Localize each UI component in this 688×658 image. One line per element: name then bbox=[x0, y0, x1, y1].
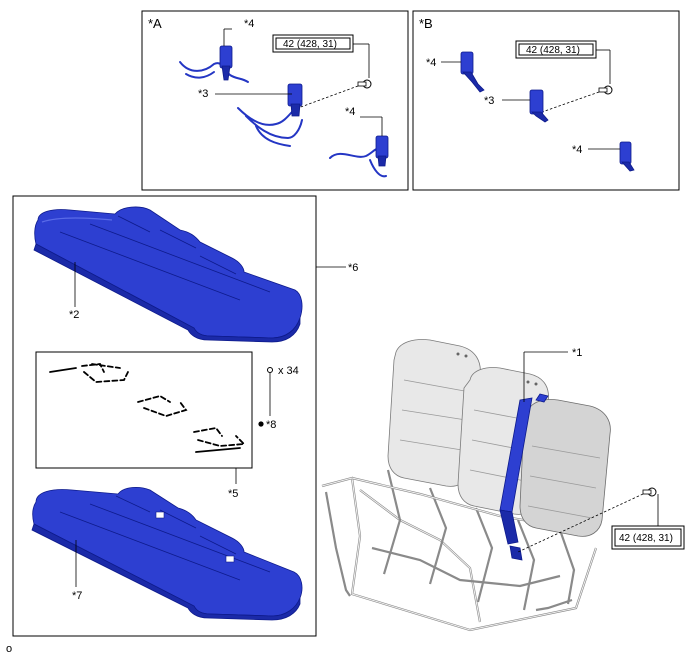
view-b-frame bbox=[412, 10, 680, 191]
cushion-pad-upper bbox=[33, 206, 303, 343]
view-a-frame bbox=[141, 10, 409, 191]
torque-box-main-outer bbox=[611, 525, 685, 550]
cushion-frame bbox=[12, 195, 317, 637]
clip-set-frame bbox=[35, 351, 253, 469]
torque-box-b-inner bbox=[518, 43, 594, 56]
torque-a: 42 (428, 31) bbox=[283, 39, 337, 50]
torque-box-a-outer bbox=[272, 34, 354, 53]
center-seat-belt bbox=[499, 393, 549, 561]
footer-code: o bbox=[6, 643, 12, 655]
view-b-bottom-belt bbox=[619, 141, 635, 172]
view-a-label: *A bbox=[148, 16, 162, 31]
torque-box-a-inner bbox=[275, 37, 351, 50]
callout-b-top-4: *4 bbox=[426, 57, 436, 69]
torque-b: 42 (428, 31) bbox=[526, 45, 580, 56]
clip-set bbox=[49, 363, 247, 453]
hog-ring-icon bbox=[258, 367, 273, 427]
bolt-a-icon bbox=[357, 79, 372, 89]
callout-1: *1 bbox=[572, 347, 582, 359]
view-a-right-belt bbox=[329, 135, 389, 178]
callout-5: *5 bbox=[228, 488, 238, 500]
torque-box-b-outer bbox=[515, 40, 597, 59]
callout-2: *2 bbox=[69, 309, 79, 321]
view-b-panel: *B *4 42 (428, 31) *3 *4 bbox=[412, 10, 680, 191]
view-b-top-belt bbox=[460, 51, 485, 93]
torque-box-main-inner bbox=[614, 528, 682, 547]
view-b-buckle bbox=[529, 89, 549, 123]
bolt-main-icon bbox=[642, 487, 657, 497]
rear-seat-assembly: *1 42 (428, 31) bbox=[321, 339, 685, 632]
view-a-buckle bbox=[237, 83, 303, 147]
callout-7: *7 bbox=[72, 590, 82, 602]
seat-back-right bbox=[519, 399, 611, 537]
view-a-panel: *A *4 42 (428, 31) bbox=[141, 10, 409, 191]
cushion-pad-lower bbox=[31, 486, 303, 621]
cushion-panel: *6 *2 *5 x 34 bbox=[12, 195, 358, 637]
callout-b-3: *3 bbox=[484, 95, 494, 107]
torque-main: 42 (428, 31) bbox=[619, 533, 673, 544]
callout-a-top-4: *4 bbox=[244, 18, 254, 30]
view-b-label: *B bbox=[419, 16, 433, 31]
callout-b-bottom-4: *4 bbox=[572, 144, 582, 156]
bolt-b-icon bbox=[598, 85, 613, 95]
callout-6: *6 bbox=[348, 262, 358, 274]
callout-8: *8 bbox=[266, 419, 276, 431]
callout-a-right-4: *4 bbox=[345, 106, 355, 118]
callout-a-3: *3 bbox=[198, 88, 208, 100]
view-a-top-belt bbox=[179, 45, 249, 83]
qty-8: x 34 bbox=[278, 365, 299, 377]
